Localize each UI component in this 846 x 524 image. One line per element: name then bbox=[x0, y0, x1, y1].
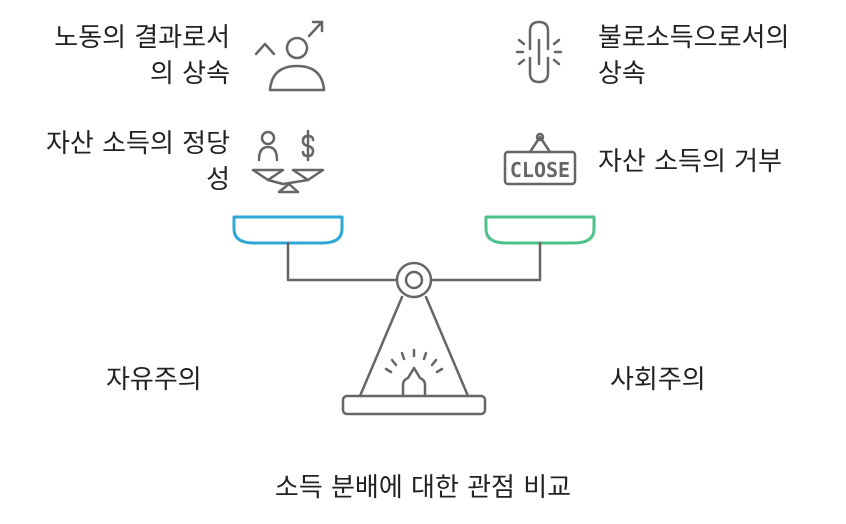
left-item1-line2: 의 상속 bbox=[149, 59, 230, 89]
diagram-title: 소득 분배에 대한 관점 비교 bbox=[274, 473, 572, 503]
left-item2-line1: 자산 소득의 정당 bbox=[46, 129, 230, 159]
right-item1-line2: 상속 bbox=[598, 59, 646, 89]
left-item2-line2: 성 bbox=[206, 165, 230, 195]
left-item1-text: 노동의 결과로서 의 상속 bbox=[54, 20, 230, 92]
left-item2-text: 자산 소득의 정당 성 bbox=[46, 126, 230, 198]
right-item1-line1: 불로소득으로서의 bbox=[598, 23, 790, 53]
close-sign-icon bbox=[503, 132, 577, 186]
left-item1-line1: 노동의 결과로서 bbox=[54, 23, 230, 53]
scale-icon bbox=[286, 241, 542, 416]
broken-link-icon bbox=[515, 20, 563, 84]
right-item1-text: 불로소득으로서의 상속 bbox=[598, 20, 789, 92]
left-pan bbox=[232, 215, 344, 245]
right-pan bbox=[484, 215, 596, 245]
person-up-arrow-icon bbox=[254, 20, 326, 92]
right-item2-text: 자산 소득의 거부 bbox=[598, 147, 782, 177]
person-dollar-scale-icon bbox=[251, 129, 325, 194]
right-label: 사회주의 bbox=[610, 365, 706, 395]
close-sign-text: CLOSE bbox=[510, 158, 570, 182]
left-label: 자유주의 bbox=[106, 365, 202, 395]
